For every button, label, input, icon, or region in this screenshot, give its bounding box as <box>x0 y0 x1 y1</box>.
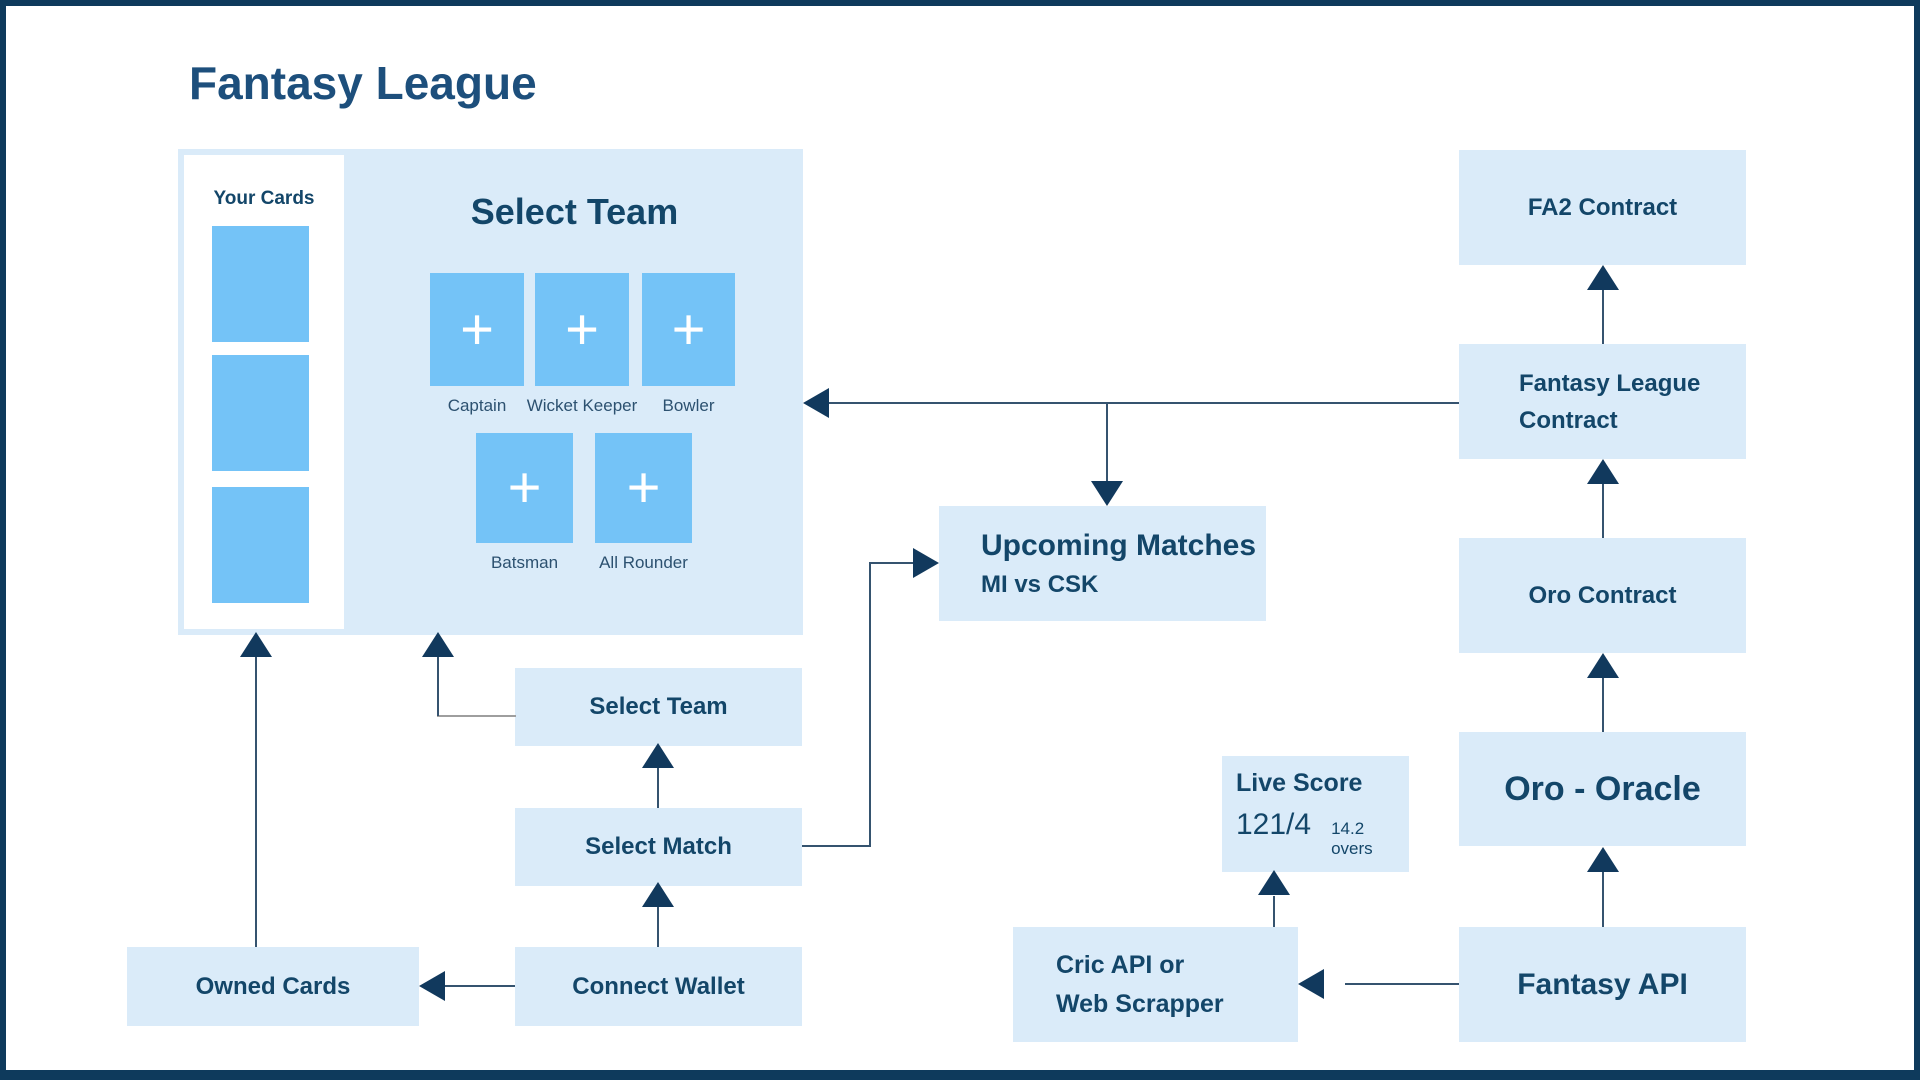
select-team-heading: Select Team <box>470 191 679 232</box>
arrow-select-team-step-to-panel-hline <box>437 715 516 717</box>
arrowhead-up-icon <box>1587 847 1619 872</box>
arrow-fantasy-api-to-cric-line <box>1345 983 1459 985</box>
plus-icon: + <box>671 296 706 362</box>
live-score-row: 121/4 14.2 overs <box>1236 808 1409 859</box>
slot-label: Captain <box>447 396 507 415</box>
your-cards-panel: Your Cards <box>184 155 344 629</box>
arrowhead-up-icon <box>422 632 454 657</box>
box-fantasy-league-contract: Fantasy League Contract <box>1459 344 1746 459</box>
slot-label: Batsman <box>490 553 559 572</box>
upcoming-match-teams: MI vs CSK <box>981 570 1099 598</box>
arrowhead-up-icon <box>642 882 674 907</box>
box-oro-oracle: Oro - Oracle <box>1459 732 1746 846</box>
plus-icon: + <box>626 455 661 520</box>
box-upcoming-matches: Upcoming Matches MI vs CSK <box>939 506 1266 621</box>
fantasy-league-contract-line2: Contract <box>1519 406 1618 434</box>
connect-wallet-label: Connect Wallet <box>572 972 745 1000</box>
cric-api-line2: Web Scrapper <box>1056 989 1224 1018</box>
slot-bowler: + Bowler <box>642 273 735 415</box>
slot-label: Wicket Keeper <box>526 396 638 415</box>
arrow-connect-wallet-to-owned-cards-line <box>443 985 515 987</box>
arrowhead-up-icon <box>240 632 272 657</box>
arrow-select-match-to-select-team-line <box>657 767 659 808</box>
live-score-title: Live Score <box>1236 769 1363 797</box>
arrowhead-up-icon <box>1258 870 1290 895</box>
arrow-flc-to-fa2-line <box>1602 290 1604 344</box>
box-oro-contract: Oro Contract <box>1459 538 1746 653</box>
arrowhead-left-icon <box>1298 969 1324 999</box>
arrow-select-match-to-upcoming-vline <box>869 562 871 847</box>
arrowhead-right-icon <box>913 548 939 578</box>
arrowhead-up-icon <box>642 743 674 768</box>
slot-label: All Rounder <box>599 553 688 572</box>
arrow-owned-cards-to-your-cards-line <box>255 656 257 947</box>
arrowhead-up-icon <box>1587 265 1619 290</box>
player-card-placeholder <box>212 226 309 342</box>
arrow-connect-wallet-to-select-match-line <box>657 906 659 947</box>
arrowhead-left-icon <box>419 971 445 1001</box>
your-cards-label: Your Cards <box>213 188 315 209</box>
arrow-oracle-to-oro-contract-line <box>1602 678 1604 732</box>
arrow-contract-to-select-team-line <box>827 402 1459 404</box>
slot-batsman: + Batsman <box>476 433 573 572</box>
arrowhead-down-icon <box>1091 481 1123 506</box>
fa2-contract-label: FA2 Contract <box>1527 193 1678 221</box>
select-team-step-label: Select Team <box>589 693 728 720</box>
box-select-match: Select Match <box>515 808 802 886</box>
box-connect-wallet: Connect Wallet <box>515 947 802 1026</box>
oro-contract-label: Oro Contract <box>1528 581 1677 609</box>
plus-icon: + <box>565 296 599 362</box>
player-card-placeholder <box>212 355 309 471</box>
cric-api-line1: Cric API or <box>1056 950 1185 979</box>
arrow-select-team-step-to-panel-vline <box>437 656 439 716</box>
arrowhead-up-icon <box>1587 653 1619 678</box>
page-title: Fantasy League <box>189 57 537 109</box>
plus-icon: + <box>460 296 494 362</box>
box-fa2-contract: FA2 Contract <box>1459 150 1746 265</box>
arrowhead-up-icon <box>1587 459 1619 484</box>
slot-label: Bowler <box>662 396 715 415</box>
fantasy-league-contract-line1: Fantasy League <box>1519 369 1701 397</box>
live-score-value: 121/4 <box>1236 808 1312 841</box>
owned-cards-label: Owned Cards <box>195 972 351 1000</box>
slot-all-rounder: + All Rounder <box>595 433 692 572</box>
box-fantasy-api: Fantasy API <box>1459 927 1746 1042</box>
arrow-cric-to-live-score-line <box>1273 896 1275 927</box>
box-owned-cards: Owned Cards <box>127 947 419 1026</box>
slot-wicket-keeper: + Wicket Keeper <box>527 273 637 415</box>
box-cric-api: Cric API or Web Scrapper <box>1013 927 1298 1042</box>
box-live-score: Live Score 121/4 14.2 overs <box>1222 756 1409 872</box>
box-select-team-step: Select Team <box>515 668 802 746</box>
plus-icon: + <box>507 455 542 520</box>
arrow-fantasy-api-to-oracle-line <box>1602 872 1604 927</box>
arrow-select-match-to-upcoming-hline1 <box>802 845 871 847</box>
arrowhead-left-icon <box>803 388 829 418</box>
upcoming-matches-title: Upcoming Matches <box>981 528 1257 562</box>
fantasy-api-label: Fantasy API <box>1517 967 1688 1001</box>
arrow-select-match-to-upcoming-hline2 <box>871 562 915 564</box>
arrow-branch-to-upcoming-line <box>1106 403 1108 482</box>
player-card-placeholder <box>212 487 309 603</box>
arrow-oro-contract-to-flc-line <box>1602 484 1604 538</box>
live-score-overs: 14.2 overs <box>1331 819 1373 858</box>
select-match-label: Select Match <box>585 833 732 860</box>
select-team-panel: Your Cards Select Team + Captain + Wicke… <box>178 149 803 635</box>
slot-captain: + Captain <box>430 273 524 415</box>
oro-oracle-label: Oro - Oracle <box>1504 769 1701 808</box>
